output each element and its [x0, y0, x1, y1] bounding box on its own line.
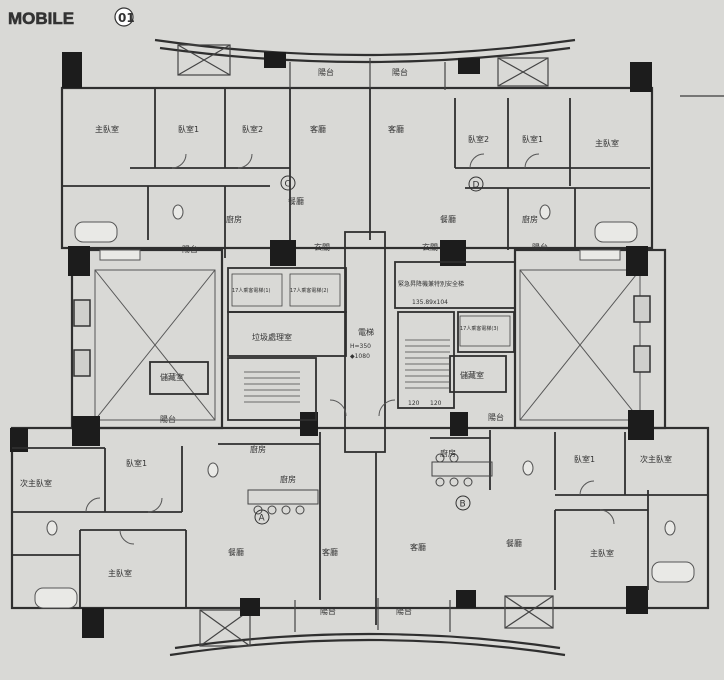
- room-label: 電梯: [358, 327, 374, 337]
- mobile01-logo-icon: 01: [114, 7, 135, 27]
- kitchen-islands: [247, 453, 493, 515]
- stair-treads: [244, 339, 450, 403]
- room-label: 客廳: [410, 542, 426, 552]
- room-label: 陽台: [182, 244, 198, 254]
- unit-markers: C D A B: [254, 175, 484, 525]
- interior-walls: [12, 88, 708, 625]
- room-label: 餐廳: [288, 196, 304, 206]
- room-label: 陽台: [318, 67, 334, 77]
- room-label: 次主臥室: [20, 478, 52, 488]
- stair-size-note: 135.89x104: [412, 299, 448, 306]
- elevator-spec-w: ◆1080: [350, 353, 370, 360]
- svg-text:C: C: [285, 180, 291, 190]
- room-labels: 主臥室 臥室1 臥室2 客廳 餐廳 廚房 陽台 陽台 玄關 客廳 臥室2 臥室1…: [20, 67, 672, 616]
- room-label: 客廳: [388, 124, 404, 134]
- room-label: 廚房: [250, 444, 266, 454]
- unit-marker-a: A: [254, 509, 270, 525]
- room-label: 臥室1: [574, 454, 595, 464]
- bathroom-fixtures: [34, 204, 695, 609]
- room-label: 廚房: [440, 448, 456, 458]
- room-label: 垃圾處理室: [252, 332, 292, 342]
- elevator-cars: [231, 273, 511, 347]
- room-label: 次主臥室: [640, 454, 672, 464]
- elevator-label: 17人乘客電梯(1): [232, 287, 270, 294]
- room-label: 玄關: [314, 242, 330, 252]
- unit-marker-b: B: [455, 495, 471, 511]
- room-label: 玄關: [422, 242, 438, 252]
- room-label: 廚房: [522, 214, 538, 224]
- room-label: 陽台: [392, 67, 408, 77]
- svg-text:A: A: [259, 514, 266, 524]
- core-notes: 緊急昇降機兼特別安全梯 135.89x104 H=350 ◆1080 120 1…: [350, 280, 464, 407]
- room-label: 廚房: [280, 474, 296, 484]
- dim-label: 120: [408, 400, 420, 407]
- room-label: 陽台: [160, 414, 176, 424]
- top-balcony-features: [177, 44, 554, 647]
- room-label: 臥室1: [178, 124, 199, 134]
- stair-note: 緊急昇降機兼特別安全梯: [398, 280, 464, 288]
- room-label: 儲藏室: [160, 372, 184, 382]
- watermark: MOBILE 01: [8, 7, 135, 28]
- svg-text:01: 01: [118, 11, 135, 25]
- room-label: 主臥室: [595, 138, 619, 148]
- room-label: 臥室2: [468, 134, 489, 144]
- room-label: 陽台: [488, 412, 504, 422]
- room-label: 臥室2: [242, 124, 263, 134]
- dim-label: 120: [430, 400, 442, 407]
- unit-marker-d: D: [468, 176, 484, 192]
- unit-marker-c: C: [280, 175, 296, 191]
- elevator-label: 17人乘客電梯(2): [290, 287, 328, 294]
- room-label: 陽台: [532, 242, 548, 252]
- atrium-voids: [94, 269, 641, 421]
- room-label: 客廳: [310, 124, 326, 134]
- door-swings: [85, 153, 615, 545]
- room-label: 臥室1: [126, 458, 147, 468]
- svg-text:B: B: [460, 500, 466, 510]
- room-label: 餐廳: [228, 547, 244, 557]
- room-label: 陽台: [320, 606, 336, 616]
- room-label: 餐廳: [506, 538, 522, 548]
- room-label: 主臥室: [95, 124, 119, 134]
- room-label: 儲藏室: [460, 370, 484, 380]
- room-label: 臥室1: [522, 134, 543, 144]
- watermark-text: MOBILE: [8, 9, 74, 28]
- room-label: 主臥室: [590, 548, 614, 558]
- elevator-spec-h: H=350: [350, 343, 371, 350]
- side-windows: [73, 295, 651, 377]
- elevator-label: 17人乘客電梯(3): [460, 325, 498, 332]
- room-label: 客廳: [322, 547, 338, 557]
- room-label: 主臥室: [108, 568, 132, 578]
- svg-text:D: D: [473, 181, 480, 191]
- elevator-labels: 17人乘客電梯(1) 17人乘客電梯(2) 17人乘客電梯(3): [232, 287, 498, 332]
- room-label: 陽台: [396, 606, 412, 616]
- room-label: 餐廳: [440, 214, 456, 224]
- room-label: 廚房: [226, 214, 242, 224]
